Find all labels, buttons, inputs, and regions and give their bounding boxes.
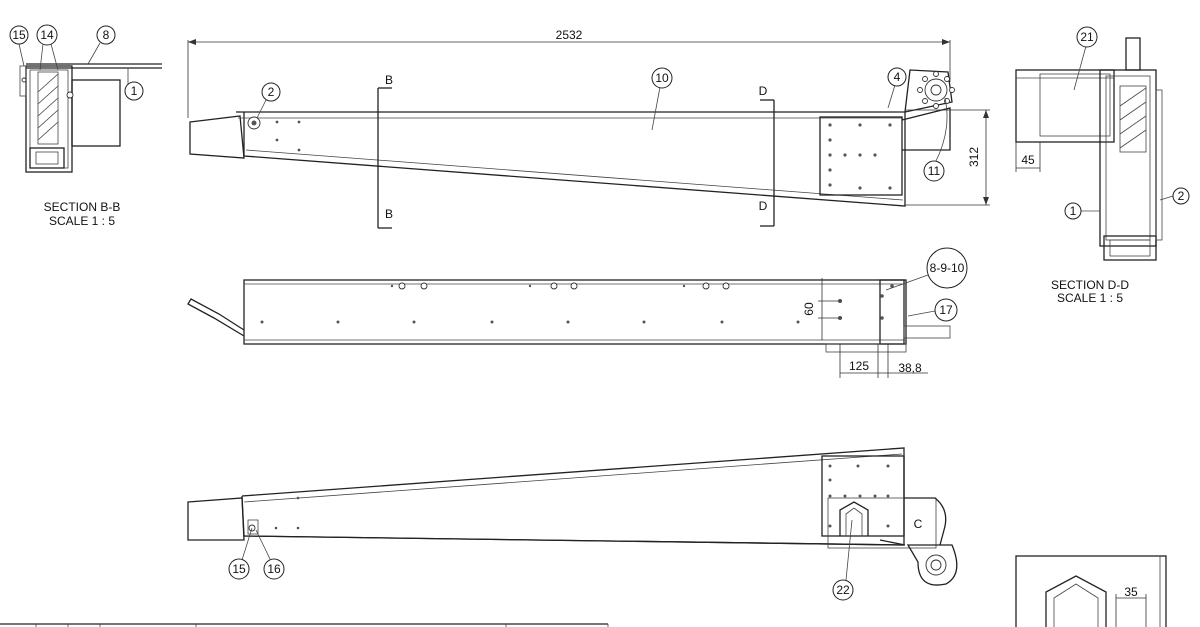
section-dd-view <box>1015 37 1163 261</box>
balloon-14-text: 14 <box>40 28 54 42</box>
cut-line-b <box>377 87 392 229</box>
balloon-10: 10 <box>651 67 673 131</box>
balloon-8-9-10: 8-9-10 <box>885 247 968 291</box>
balloon-21: 21 <box>1073 26 1098 91</box>
hatch-dd <box>1119 87 1147 149</box>
top-view-beam <box>187 279 951 353</box>
balloon-14: 14 <box>36 24 59 71</box>
balloon-2-dd: 2 <box>1159 187 1190 205</box>
height-dimension-value: 312 <box>967 147 981 167</box>
balloon-21-text: 21 <box>1080 30 1094 44</box>
balloon-10-text: 10 <box>655 71 669 85</box>
rear-view-beam <box>187 447 958 586</box>
balloon-15-bottom: 15 <box>228 527 253 580</box>
section-dd-scale: SCALE 1 : 5 <box>1057 291 1123 305</box>
section-bb-title: SECTION B-B <box>44 200 121 214</box>
cut-letter-d-top: D <box>759 84 768 98</box>
balloon-2-dd-text: 2 <box>1178 189 1185 203</box>
balloon-16: 16 <box>255 529 285 580</box>
balloon-8-text: 8 <box>103 28 110 42</box>
cut-letter-b-top: B <box>385 73 393 87</box>
balloon-8-9-10-text: 8-9-10 <box>930 261 965 275</box>
balloon-22: 22 <box>832 519 854 601</box>
detail-view <box>1015 555 1167 627</box>
balloon-11-text: 11 <box>928 164 941 178</box>
top-view-holes <box>260 282 894 324</box>
overall-length-dimension <box>187 39 951 118</box>
balloon-2-front-text: 2 <box>268 85 275 99</box>
balloon-16-text: 16 <box>267 562 281 576</box>
section-bb-view <box>19 63 162 173</box>
top-view-dimension-125-value: 125 <box>849 359 869 373</box>
balloon-15-top-text: 15 <box>12 28 26 42</box>
balloon-4-text: 4 <box>894 70 901 84</box>
rear-view-holes <box>248 464 890 532</box>
balloon-1-dd-text: 1 <box>1070 204 1077 218</box>
balloon-17: 17 <box>907 298 958 322</box>
top-view-dimension-60-value: 60 <box>802 302 816 316</box>
front-view-plate-holes <box>275 120 892 190</box>
cut-letter-b-bottom: B <box>385 207 393 221</box>
overall-length-value: 2532 <box>556 28 583 42</box>
balloon-8: 8 <box>87 25 116 65</box>
balloon-15-top: 15 <box>9 25 29 67</box>
balloon-1-top-text: 1 <box>131 84 138 98</box>
detail-letter-c: C <box>914 517 923 531</box>
height-dimension <box>905 109 990 206</box>
section-dd-dimension-45-value: 45 <box>1021 153 1035 167</box>
balloon-1-dd: 1 <box>1064 202 1100 220</box>
hatch-bb <box>37 73 59 141</box>
balloon-22-text: 22 <box>836 583 850 597</box>
balloon-15-bottom-text: 15 <box>232 562 246 576</box>
top-view-dimension-60 <box>818 278 842 340</box>
balloon-2-front: 2 <box>256 82 281 119</box>
top-view-dimension-125-38-8 <box>839 344 928 378</box>
detail-dimension-35-value: 35 <box>1124 585 1138 599</box>
balloon-17-text: 17 <box>939 303 953 317</box>
balloon-11: 11 <box>923 97 948 182</box>
cut-letter-d-bottom: D <box>759 199 768 213</box>
section-dd-title: SECTION D-D <box>1051 278 1129 292</box>
front-view-bolt-circle <box>917 71 955 109</box>
section-dd-dimension-45 <box>1015 142 1041 172</box>
cut-line-d <box>760 99 775 227</box>
front-view-beam <box>189 69 953 207</box>
top-view-dimension-38-8-value: 38,8 <box>898 361 922 375</box>
section-bb-scale: SCALE 1 : 5 <box>49 214 115 228</box>
balloon-1-top: 1 <box>124 68 144 101</box>
balloon-4: 4 <box>887 67 907 109</box>
